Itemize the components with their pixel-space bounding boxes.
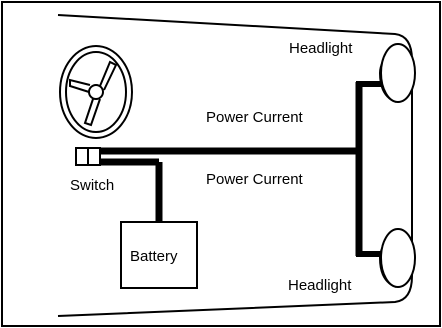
battery-label: Battery (130, 248, 178, 265)
car-body-outline (57, 14, 413, 317)
wiring (100, 81, 384, 257)
battery-box (120, 221, 198, 289)
switch-label: Switch (70, 177, 114, 194)
headlight-bottom-icon (378, 228, 416, 288)
switch-icon (75, 147, 101, 166)
headlight-top-icon (378, 43, 416, 103)
headlight-top-label: Headlight (289, 40, 353, 57)
headlight-bottom-label: Headlight (288, 277, 352, 294)
power-current-bottom-label: Power Current (206, 171, 304, 188)
power-current-top-label: Power Current (206, 109, 304, 126)
steering-wheel-icon (59, 45, 133, 139)
